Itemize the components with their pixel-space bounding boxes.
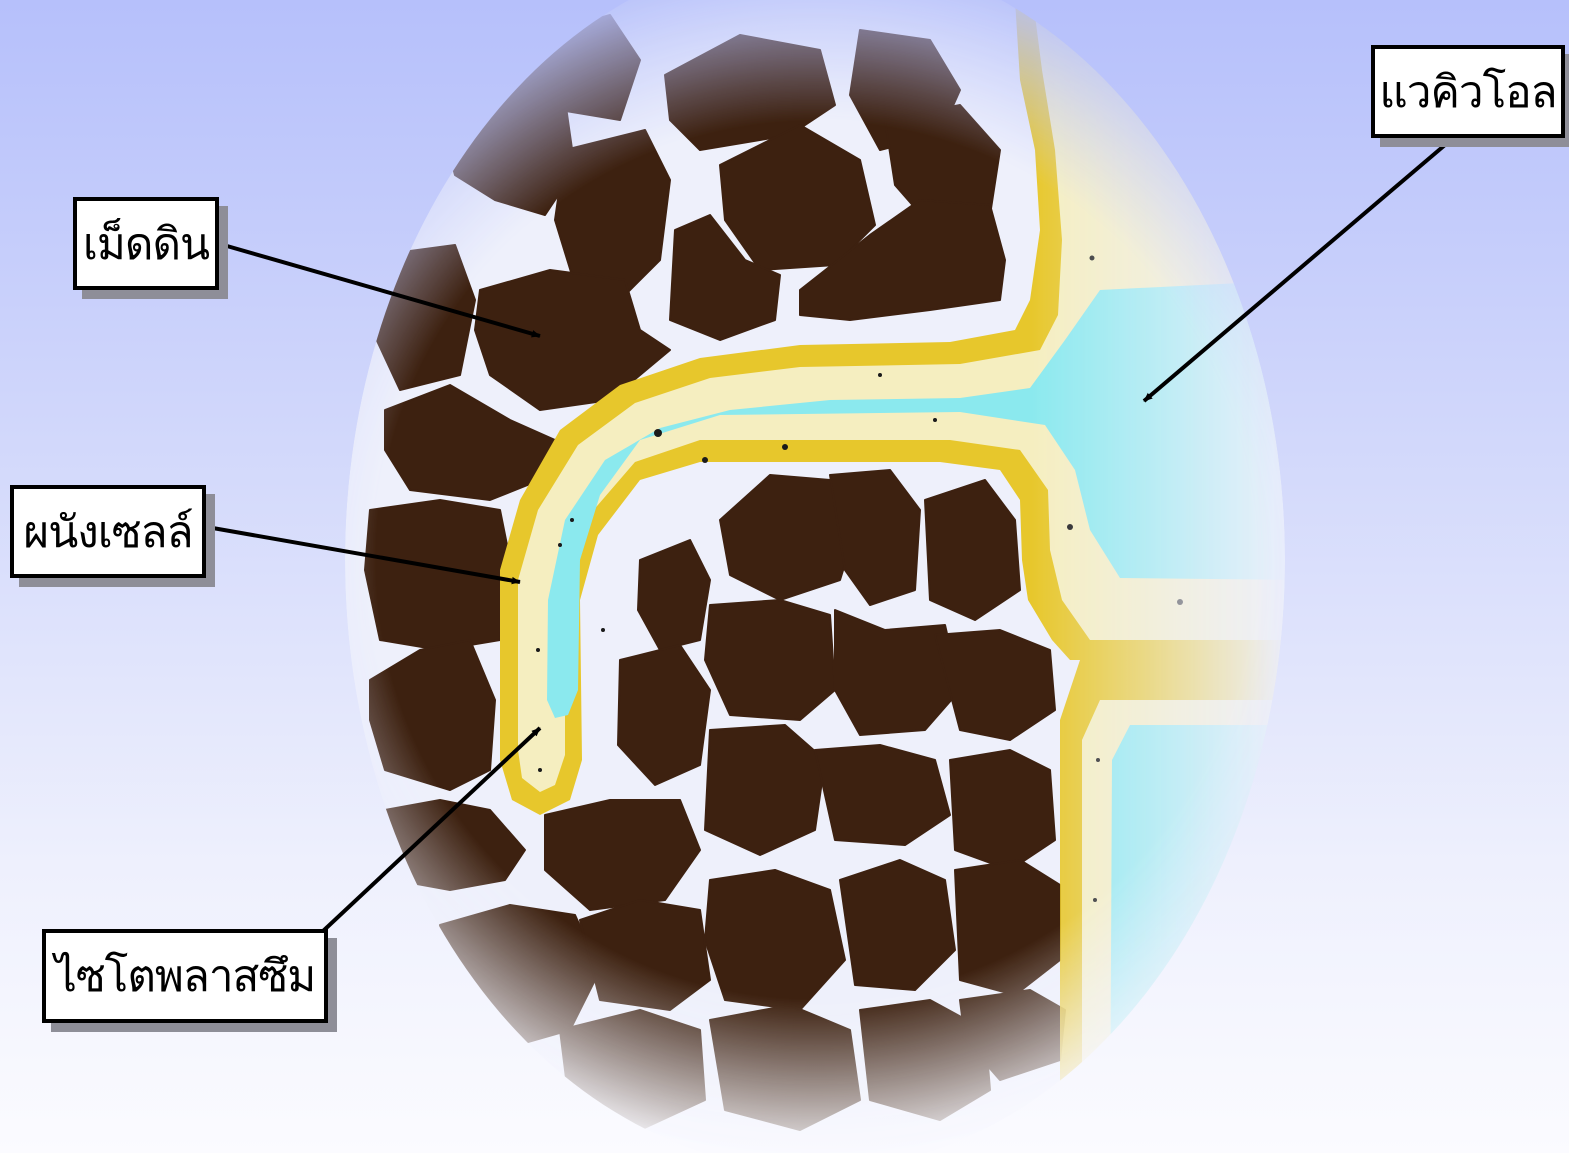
granule [536, 648, 540, 652]
granule [558, 543, 562, 547]
soil-particle [580, 900, 710, 1010]
cell-wall-label: ผนังเซลล์ [10, 485, 206, 578]
granule [878, 373, 882, 377]
granule [1067, 524, 1073, 530]
granule [933, 418, 937, 422]
granule [538, 768, 542, 772]
soil-particle-label: เม็ดดิน [73, 197, 219, 290]
granule [1090, 256, 1095, 261]
granule [1093, 898, 1097, 902]
granule [1096, 758, 1100, 762]
granule [1177, 599, 1183, 605]
granule [654, 429, 662, 437]
granule [782, 444, 788, 450]
adjacent-cell [1060, 660, 1300, 1153]
vacuole-label: แวคิวโอล [1371, 45, 1565, 138]
vacuole [1110, 725, 1300, 1153]
granule [570, 518, 574, 522]
soil-particle [705, 600, 835, 720]
soil-particle [710, 1005, 860, 1130]
cytoplasm-label: ไซโตพลาสซึม [42, 929, 328, 1023]
granule [702, 457, 708, 463]
granule [601, 628, 605, 632]
